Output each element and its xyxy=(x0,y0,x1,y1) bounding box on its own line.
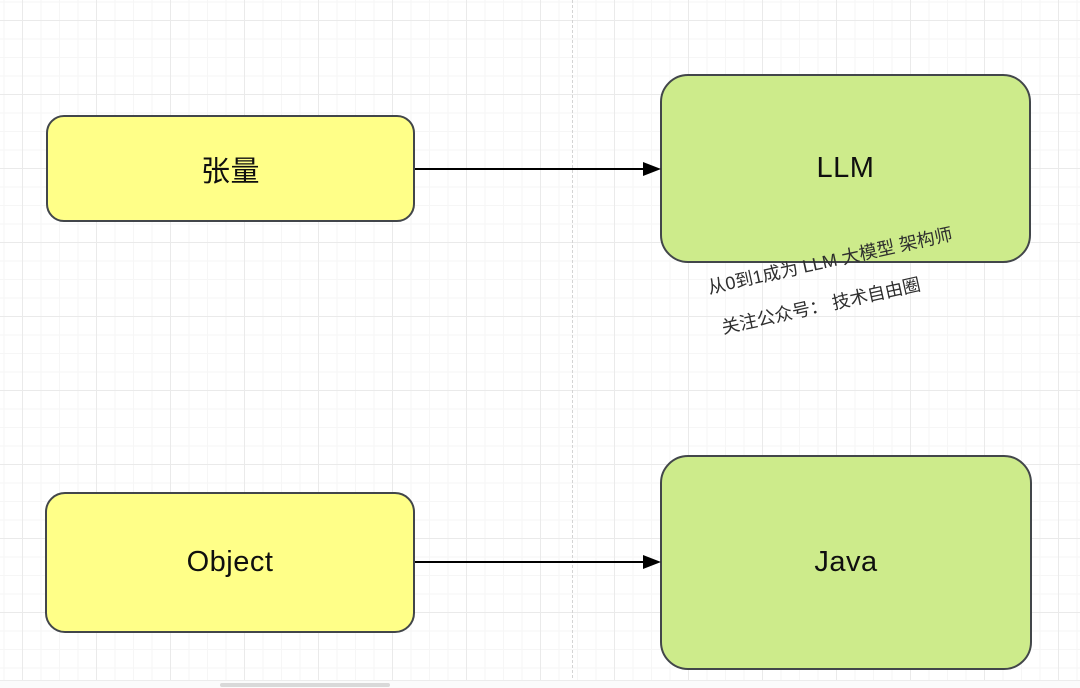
node-object[interactable]: Object xyxy=(45,492,415,633)
node-java[interactable]: Java xyxy=(660,455,1032,670)
node-java-label: Java xyxy=(814,546,878,578)
edge-object-java-arrowhead-icon xyxy=(643,555,661,569)
edge-tensor-llm-arrowhead-icon xyxy=(643,162,661,176)
edge-tensor-llm-line[interactable] xyxy=(415,168,645,170)
node-object-label: Object xyxy=(186,546,274,578)
node-tensor[interactable]: 张量 xyxy=(46,115,415,222)
node-llm-label: LLM xyxy=(816,152,875,184)
node-llm[interactable]: LLM xyxy=(660,74,1031,263)
horizontal-scrollbar-thumb[interactable] xyxy=(220,683,390,687)
horizontal-scrollbar-track[interactable] xyxy=(0,680,1080,688)
node-tensor-label: 张量 xyxy=(200,155,260,188)
page-boundary-line xyxy=(572,0,573,678)
edge-object-java-line[interactable] xyxy=(415,561,645,563)
